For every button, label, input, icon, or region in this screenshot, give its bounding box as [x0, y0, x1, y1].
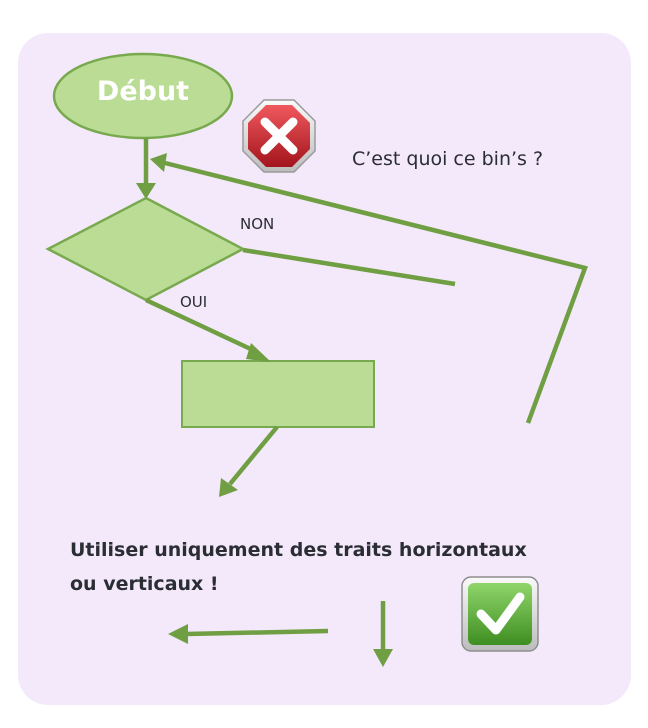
arrowhead-vertical	[373, 649, 393, 667]
yes-branch-label: OUI	[180, 293, 208, 311]
no-branch-label: NON	[240, 215, 275, 233]
arrow-yes-to-process	[145, 297, 258, 355]
arrowhead-yes	[246, 343, 271, 362]
red-cross-stop-icon	[242, 99, 316, 173]
arrowhead-process-out	[219, 478, 238, 497]
arrowhead-horizontal	[168, 624, 188, 644]
start-label: Début	[96, 76, 190, 107]
arrowhead-loop	[150, 153, 167, 172]
decision-diamond	[45, 196, 246, 302]
green-check-icon	[461, 576, 539, 652]
rule-line-2: ou verticaux !	[70, 573, 219, 595]
question-text: C’est quoi ce bin’s ?	[352, 148, 544, 170]
rule-line-1: Utiliser uniquement des traits horizonta…	[70, 539, 527, 561]
arrowhead-start	[136, 183, 156, 199]
start-ellipse	[52, 52, 234, 140]
arrow-horizontal-example	[185, 628, 329, 637]
process-box	[181, 360, 375, 428]
loop-back-line	[164, 160, 588, 424]
line-no-branch	[242, 247, 456, 287]
rule-text: Utiliser uniquement des traits horizonta…	[70, 533, 527, 601]
arrow-process-out	[228, 425, 279, 486]
